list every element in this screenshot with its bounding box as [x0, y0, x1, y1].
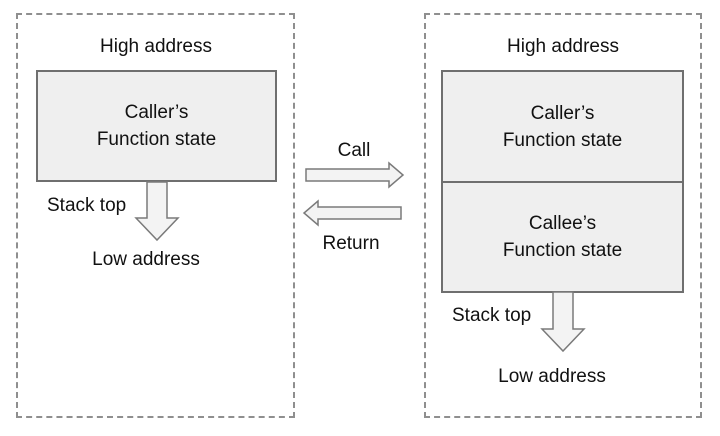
right-callee-frame: Callee’s Function state: [441, 181, 684, 293]
left-caller-frame-line1: Caller’s: [124, 102, 189, 123]
return-label: Return: [322, 233, 380, 254]
left-caller-frame-line2: Function state: [96, 129, 217, 150]
left-low-address-label: Low address: [92, 249, 200, 270]
right-caller-frame-text: Caller’s Function state: [503, 100, 622, 154]
stack-after-call-panel: [424, 13, 702, 418]
right-callee-frame-line1: Callee’s: [528, 213, 597, 234]
right-high-address-label: High address: [507, 36, 619, 57]
left-high-address-label: High address: [100, 36, 212, 57]
right-caller-frame-line2: Function state: [502, 129, 623, 151]
return-left-arrow-icon: [302, 199, 402, 227]
call-label: Call: [337, 140, 371, 161]
left-caller-frame: Caller’s Function state: [36, 70, 277, 182]
right-caller-frame: Caller’s Function state: [441, 70, 684, 183]
right-low-address-label: Low address: [498, 366, 606, 387]
right-callee-frame-text: Callee’s Function state: [503, 210, 622, 264]
right-callee-frame-line2: Function state: [502, 240, 623, 261]
right-caller-frame-line1: Caller’s: [530, 102, 595, 124]
call-right-arrow-icon: [305, 161, 405, 189]
right-stack-growth-down-arrow-icon: [540, 291, 586, 353]
stack-before-call-panel: [16, 13, 295, 418]
left-stack-top-label: Stack top: [47, 195, 127, 216]
left-caller-frame-text: Caller’s Function state: [97, 99, 216, 153]
right-stack-top-label: Stack top: [452, 305, 532, 326]
left-stack-growth-down-arrow-icon: [134, 181, 180, 242]
